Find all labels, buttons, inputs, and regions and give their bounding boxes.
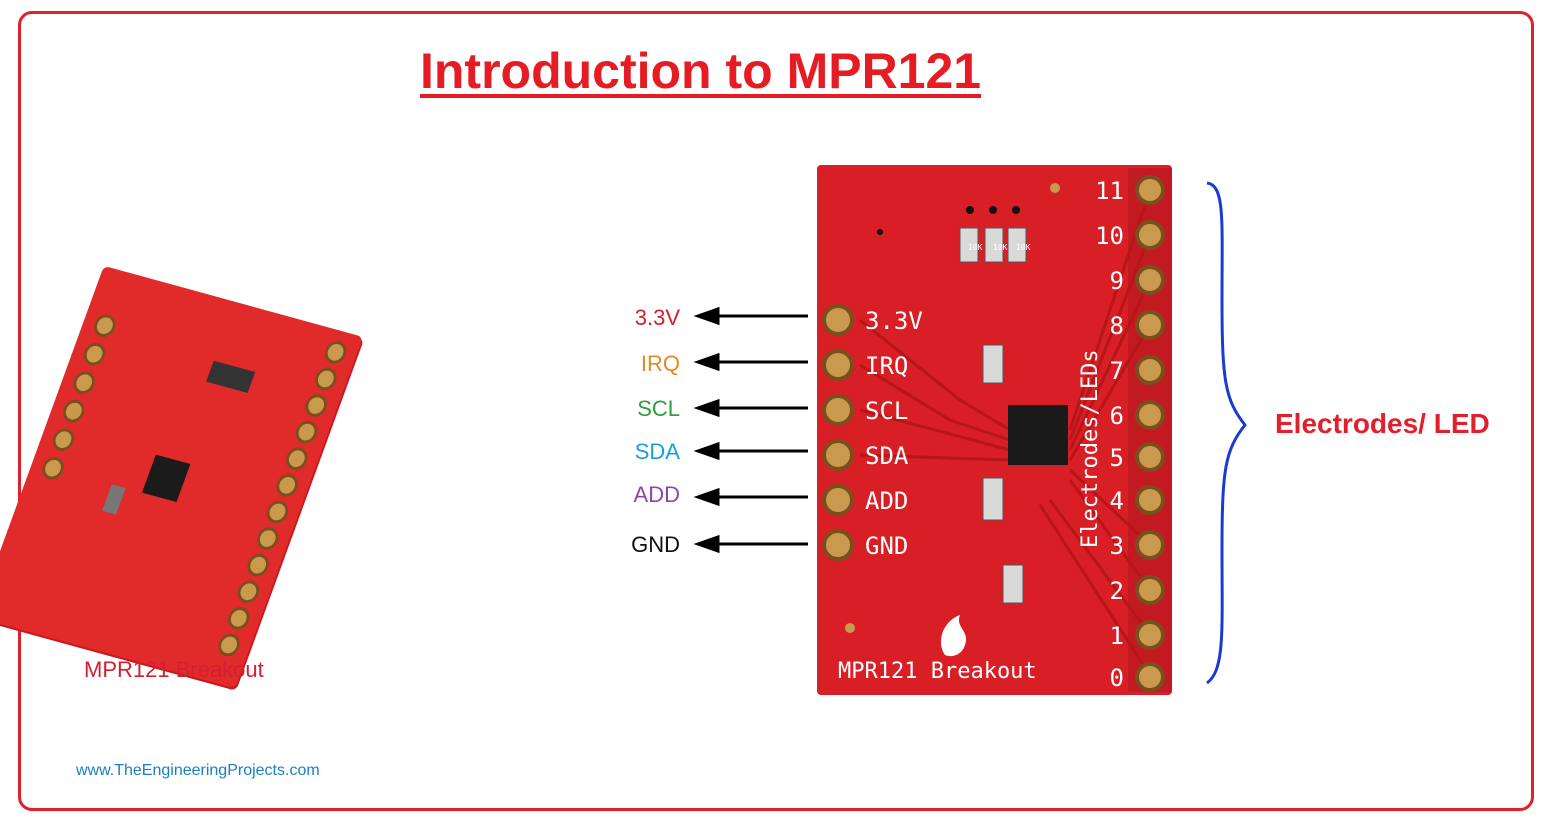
- electrodes-label: Electrodes/ LED: [1275, 408, 1490, 439]
- angled-board-pads: [42, 314, 347, 657]
- via: [989, 206, 997, 214]
- page-title: Introduction to MPR121: [420, 43, 982, 99]
- via: [1050, 183, 1060, 193]
- via: [966, 206, 974, 214]
- electrode-number: 10: [1095, 222, 1124, 250]
- silk-pin-label: IRQ: [865, 352, 908, 380]
- resistor: [984, 227, 1004, 263]
- electrode-number: 2: [1110, 577, 1124, 605]
- capacitor: [1002, 564, 1024, 604]
- electrode-number: 9: [1110, 267, 1124, 295]
- electrodes-brace: [1206, 181, 1247, 685]
- silk-pin-label: ADD: [865, 487, 908, 515]
- electrode-number: 7: [1110, 357, 1124, 385]
- pin-label-scl: SCL: [637, 396, 680, 421]
- silk-pin-label: SCL: [865, 397, 908, 425]
- electrode-number: 1: [1110, 622, 1124, 650]
- electrode-number: 3: [1110, 532, 1124, 560]
- resistor-mark: 10K: [993, 243, 1008, 252]
- resistor-mark: 10K: [968, 243, 983, 252]
- resistor-mark: 10K: [1016, 243, 1031, 252]
- capacitor: [982, 344, 1004, 384]
- flame-logo-icon: [940, 615, 967, 657]
- pin-header: [822, 304, 854, 561]
- silk-pin-label: GND: [865, 532, 908, 560]
- board-name: MPR121 Breakout: [838, 659, 1037, 684]
- pin-label-irq: IRQ: [640, 351, 680, 376]
- electrode-number: 8: [1110, 312, 1124, 340]
- electrode-number: 5: [1110, 444, 1124, 472]
- via: [1012, 206, 1020, 214]
- via: [877, 229, 883, 235]
- website-url: www.TheEngineeringProjects.com: [76, 762, 320, 779]
- silk-pin-label: 3.3V: [865, 307, 923, 335]
- electrode-number: 0: [1110, 664, 1124, 692]
- resistor: [959, 227, 979, 263]
- electrode-number: 4: [1110, 487, 1124, 515]
- pin-label-add: ADD: [633, 482, 680, 507]
- board-caption: MPR121 Breakout: [84, 657, 264, 682]
- electrode-number: 11: [1095, 177, 1124, 205]
- board-traces: [859, 189, 1152, 676]
- electrode-header: [1135, 175, 1165, 692]
- board-body: [817, 165, 1172, 695]
- board-side-text: Electrodes/LEDs: [1078, 349, 1103, 548]
- pin-arrows: [693, 306, 808, 554]
- resistor: [1007, 227, 1027, 263]
- via: [845, 623, 855, 633]
- pin-label-3v3: 3.3V: [634, 305, 680, 330]
- mpr121-chip: [1008, 405, 1068, 465]
- pin-label-sda: SDA: [634, 439, 680, 464]
- pin-label-gnd: GND: [631, 532, 680, 557]
- capacitor: [982, 477, 1004, 521]
- electrode-number: 6: [1110, 402, 1124, 430]
- page-frame: [18, 11, 1534, 811]
- silk-pin-label: SDA: [865, 442, 909, 470]
